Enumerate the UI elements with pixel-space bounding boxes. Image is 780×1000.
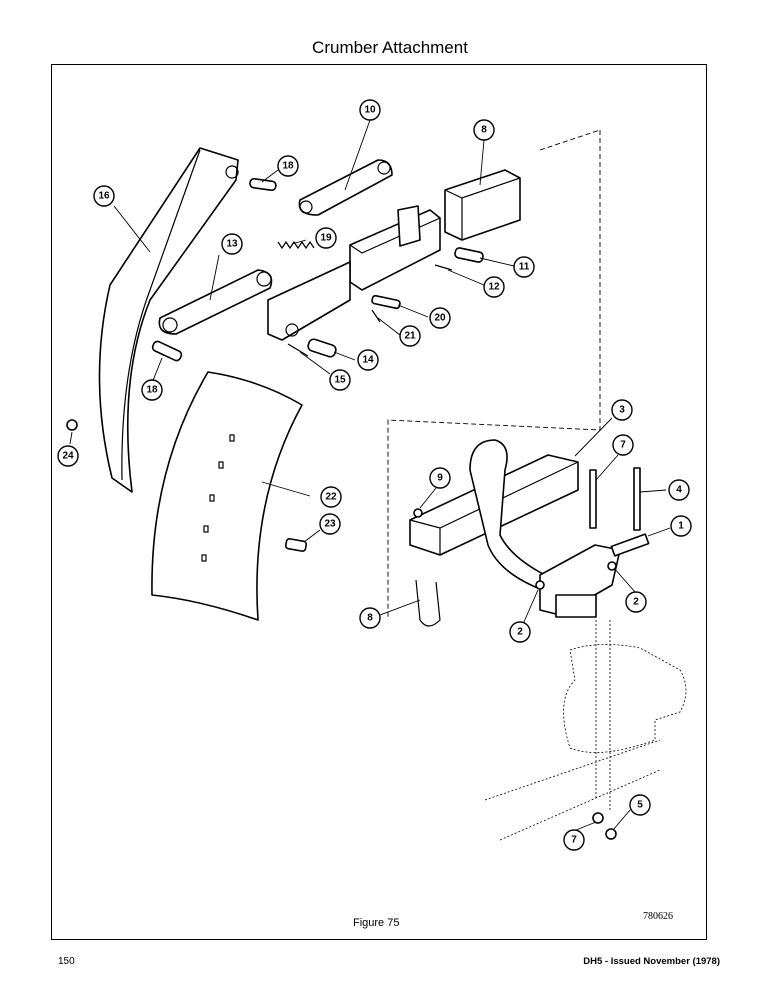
svg-text:22: 22 bbox=[325, 492, 337, 503]
figure-frame bbox=[51, 64, 707, 940]
svg-text:14: 14 bbox=[362, 355, 374, 366]
callout-16: 15 bbox=[329, 369, 351, 391]
page-number: 150 bbox=[58, 956, 75, 967]
svg-text:8: 8 bbox=[481, 125, 487, 136]
part-6-bolt bbox=[589, 469, 597, 529]
figure-code: 780626 bbox=[643, 911, 673, 922]
callout-18-upper: 18 bbox=[277, 155, 299, 177]
svg-text:18: 18 bbox=[282, 161, 294, 172]
svg-text:21: 21 bbox=[404, 331, 416, 342]
part-19-spring bbox=[277, 240, 315, 250]
svg-text:18: 18 bbox=[146, 385, 158, 396]
svg-text:3: 3 bbox=[619, 405, 625, 416]
callout-15: 14 bbox=[357, 349, 379, 371]
svg-text:15: 15 bbox=[334, 375, 346, 386]
part-13-cotter bbox=[434, 264, 453, 271]
svg-text:23: 23 bbox=[324, 519, 336, 530]
callout-19: 19 bbox=[315, 227, 337, 249]
assembly-boundary-line-top bbox=[539, 129, 601, 151]
svg-text:2: 2 bbox=[517, 627, 523, 638]
callout-8: 8 bbox=[473, 119, 495, 141]
callout-3: 3 bbox=[611, 399, 633, 421]
svg-text:5: 5 bbox=[637, 800, 643, 811]
part-10-nut bbox=[413, 508, 423, 518]
svg-text:7: 7 bbox=[571, 835, 577, 846]
svg-text:24: 24 bbox=[62, 451, 74, 462]
callout-23: 23 bbox=[319, 513, 341, 535]
part-2-nut-left bbox=[535, 580, 545, 590]
part-1-bracket bbox=[610, 533, 650, 557]
part-16-cotter bbox=[287, 343, 309, 357]
callout-7: 7 bbox=[563, 829, 585, 851]
callout-4: 4 bbox=[668, 479, 690, 501]
part-8-square-tube bbox=[444, 169, 521, 241]
svg-text:19: 19 bbox=[320, 233, 332, 244]
callout-24: 24 bbox=[57, 445, 79, 467]
callout-18-lower: 18 bbox=[141, 379, 163, 401]
svg-text:13: 13 bbox=[226, 239, 238, 250]
callout-9: 8 bbox=[359, 607, 381, 629]
part-4-bolt bbox=[633, 467, 641, 531]
svg-text:1: 1 bbox=[678, 521, 684, 532]
assembly-boundary-line bbox=[387, 130, 601, 620]
svg-text:2: 2 bbox=[633, 597, 639, 608]
callout-11: 10 bbox=[359, 99, 381, 121]
mount-plate bbox=[539, 544, 621, 618]
part-21-cotter bbox=[371, 309, 381, 323]
svg-text:20: 20 bbox=[434, 313, 446, 324]
part-23-bolt bbox=[284, 538, 308, 552]
svg-text:7: 7 bbox=[620, 440, 626, 451]
issue-note: DH5 - Issued November (1978) bbox=[583, 956, 720, 967]
figure-label: Figure 75 bbox=[353, 917, 400, 929]
part-14-lower-link bbox=[158, 269, 273, 335]
part-24-nut bbox=[66, 419, 78, 431]
part-5-nut bbox=[605, 828, 617, 840]
svg-text:11: 11 bbox=[519, 262, 530, 273]
frame-bracket bbox=[267, 205, 441, 341]
callout-6: 7 bbox=[612, 434, 634, 456]
part-9-u-bolt bbox=[415, 579, 441, 627]
callout-12: 11 bbox=[513, 256, 535, 278]
part-17-crumber-arm bbox=[98, 147, 239, 493]
part-18-pin-upper bbox=[249, 177, 277, 192]
page-title: Crumber Attachment bbox=[312, 38, 468, 57]
callout-21: 21 bbox=[399, 325, 421, 347]
callout-2-left: 2 bbox=[509, 621, 531, 643]
part-12-pin bbox=[454, 247, 484, 263]
callout-22: 22 bbox=[320, 486, 342, 508]
tractor-mount-outline bbox=[484, 620, 687, 841]
part-22-crumber-plate bbox=[151, 371, 303, 621]
part-20-bolt bbox=[371, 294, 401, 310]
svg-text:8: 8 bbox=[367, 613, 373, 624]
callout-20: 20 bbox=[429, 307, 451, 329]
part-3-mount-tube bbox=[409, 439, 579, 593]
svg-text:12: 12 bbox=[488, 282, 500, 293]
callout-13: 12 bbox=[483, 276, 505, 298]
callout-2-right: 2 bbox=[625, 591, 647, 613]
part-7-nut bbox=[592, 812, 604, 824]
svg-text:9: 9 bbox=[437, 473, 443, 484]
svg-text:16: 16 bbox=[98, 191, 110, 202]
part-18-pin-lower bbox=[151, 340, 183, 362]
callout-14: 13 bbox=[221, 233, 243, 255]
callout-10: 9 bbox=[429, 467, 451, 489]
callout-1: 1 bbox=[670, 515, 692, 537]
part-15-pin bbox=[307, 338, 337, 358]
callout-17: 16 bbox=[93, 185, 115, 207]
svg-text:4: 4 bbox=[676, 485, 682, 496]
svg-text:10: 10 bbox=[364, 105, 376, 116]
callout-5: 5 bbox=[629, 794, 651, 816]
